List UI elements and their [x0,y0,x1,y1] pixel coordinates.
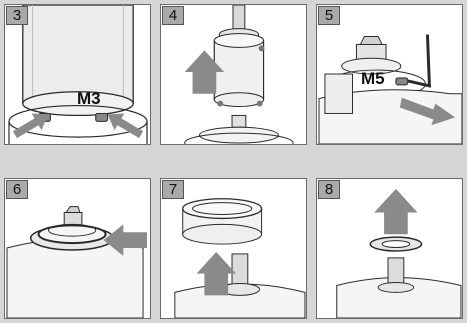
step-number: 8 [318,180,340,199]
step-5-illustration [317,5,462,144]
step-7-panel: 7 [160,178,307,319]
set-screw-right [96,113,108,121]
arrow-up-icon [374,189,417,234]
step-8-panel: 8 [316,178,463,319]
step-number: 5 [318,6,340,25]
hex-key-icon [408,35,430,86]
step-4-panel: 4 [160,4,307,145]
step-3-panel: 3 M3 [4,4,151,145]
step-number: 7 [162,180,184,199]
step-number: 6 [6,180,28,199]
step-8-illustration [317,179,462,318]
step-4-illustration [161,5,306,144]
step-6-panel: 6 [4,178,151,319]
screw-size-label: M3 [77,89,101,109]
screw-size-label: M5 [361,69,385,89]
step-7-illustration [161,179,306,318]
step-3-illustration [5,5,150,144]
step-number: 4 [162,6,184,25]
step-6-illustration [5,179,150,318]
step-5-panel: 5 M5 [316,4,463,145]
step-number: 3 [6,6,28,25]
